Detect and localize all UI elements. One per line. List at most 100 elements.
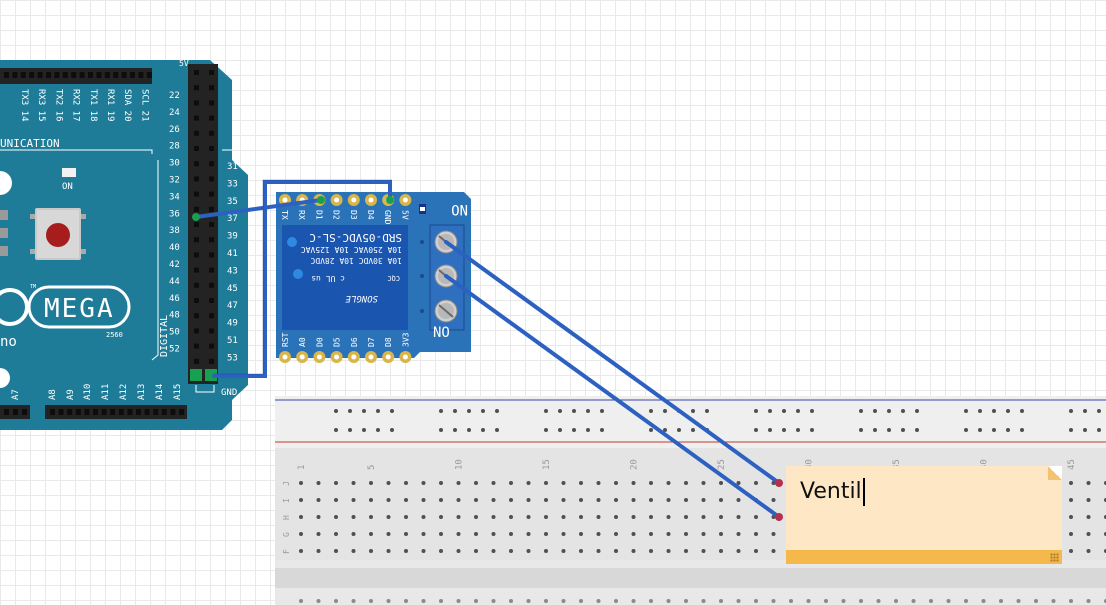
row-letters: J I H G F [282,481,291,554]
relay-model-text: SRD-05VDC-SL-C [309,231,402,244]
digital-pin-number: 38 [169,226,180,236]
mounting-hole [0,368,10,388]
brand-label: SONGLE [345,293,378,303]
digital-pin-number: 35 [227,197,238,207]
arduino-logo [0,285,131,329]
relay-pin-label: 3V3 [401,332,410,347]
wire-endpoint[interactable] [192,213,200,221]
digital-pin-number: 28 [169,142,180,152]
wire-signal[interactable] [194,198,323,219]
breadboard-column-number: 30 [805,459,815,470]
digital-pin-number: 50 [169,328,180,338]
wire-com-terminal[interactable] [444,274,781,519]
digital-pin-number: 30 [169,159,180,169]
digital-pin-number: 33 [227,179,238,189]
relay-pin-label: D0 [315,337,324,347]
wire-endpoint[interactable] [775,479,783,487]
relay-rating-text: 10A 30VDC 10A 28VDC [310,256,402,265]
digital-pin-number: 24 [169,108,180,118]
breadboard-column-number: 1 [297,465,307,470]
digital-pin-number: 41 [227,249,238,259]
wire-endpoint[interactable] [386,196,394,204]
analog-pin-label: A8 [48,389,58,400]
relay-pin-label: D5 [333,337,342,347]
on-led [62,168,76,177]
comm-header [4,72,152,78]
gnd-pin-highlight[interactable] [190,369,202,381]
digital-pin-number: 47 [227,301,238,311]
relay-pin-label: D4 [366,210,375,220]
gnd-label: GND [221,388,237,398]
mega-label: MEGA [44,294,115,324]
note-corner-fold [1048,466,1062,480]
sticky-note[interactable]: Ventil [786,466,1062,564]
note-text-editor[interactable]: Ventil [800,478,865,506]
analog-pin-label: A12 [119,384,129,400]
relay-pin-label: A0 [298,337,307,347]
relay-rating-text: 10A 250VAC 10A 125VAC [301,245,402,254]
resize-grip-icon[interactable] [1050,553,1059,562]
relay-pin-label: D8 [384,337,393,347]
wire-gnd[interactable] [212,180,392,378]
digital-pin-number: 49 [227,319,238,329]
relay-pin-label: D3 [349,210,358,220]
relay-pin-label: 5V [400,210,409,220]
breadboard-row-letter: F [282,549,291,554]
relay-pin-label: TX [280,210,289,220]
on-label: ON [62,182,73,192]
wires[interactable] [194,180,781,519]
digital-pin-number: 46 [169,294,180,304]
comm-pin-label: TX2 16 [53,89,63,122]
breadboard-column-number: 45 [1067,459,1077,470]
breadboard-row-letter: G [282,532,291,537]
digital-pin-number: 43 [227,266,238,276]
relay-pin-label: D6 [350,337,359,347]
digital-pin-number: 40 [169,243,180,253]
relay-pin-label: GND [383,210,392,225]
reset-button[interactable] [30,208,86,260]
relay-pin-label: D1 [314,210,323,220]
comm-pin-label: RX2 17 [71,89,81,122]
relay-pin-label: RX [297,210,306,220]
analog-pin-label: A15 [173,384,183,400]
relay-label-top: NO [451,201,468,217]
digital-pin-number: 52 [169,345,180,355]
wire-no-terminal[interactable] [444,240,781,485]
communication-label: UNICATION [0,137,60,150]
digital-pin-number: 51 [227,336,238,346]
relay-block [282,225,408,330]
digital-label: DIGITAL [159,315,170,357]
wire-endpoint[interactable] [317,196,325,204]
breadboard-row-letter: H [282,515,291,520]
breadboard-column-number: 25 [717,459,727,470]
comm-pin-label: TX3 14 [19,89,29,122]
digital-pin-number: 44 [169,277,180,287]
digital-pin-number: 37 [227,214,238,224]
breadboard-column-number: 20 [630,459,640,470]
digital-pin-number: 42 [169,260,180,270]
digital-pin-number: 48 [169,311,180,321]
breadboard-column-number: 5 [367,465,377,470]
relay-pin-label: RST [281,332,290,347]
breadboard-column-number: 40 [980,459,990,470]
relay-pin-label: D2 [332,210,341,220]
breadboard-row-letter: I [282,498,291,503]
comm-pin-label: RX1 19 [105,89,115,122]
digital-pin-number: 45 [227,284,238,294]
cert-ul-label: c UL us [311,274,345,283]
power-rail-holes [334,409,1101,432]
wire-endpoint[interactable] [775,513,783,521]
digital-pin-number: 53 [227,353,238,363]
breadboard-row-letter: J [282,481,291,486]
comm-pin-label: SDA 20 [122,89,132,122]
analog-pin-label: A7 [11,389,21,400]
